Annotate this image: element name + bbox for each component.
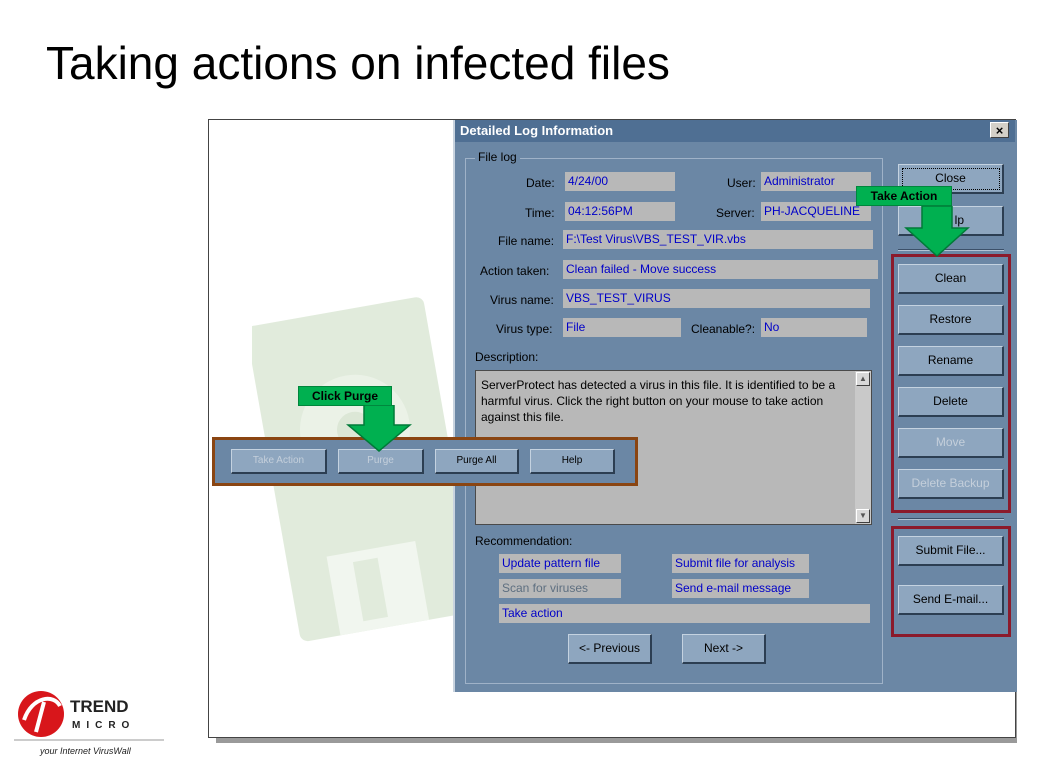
take-action-arrow-icon [904, 206, 970, 258]
file-log-label: File log [475, 150, 520, 164]
submit-file-label: Submit File... [915, 543, 986, 557]
move-button[interactable]: Move [898, 428, 1004, 458]
toolbar-purge-all-label: Purge All [456, 455, 497, 466]
recommendation-label: Recommendation: [475, 534, 573, 548]
slide-title: Taking actions on infected files [46, 37, 670, 89]
user-value: Administrator [761, 172, 871, 191]
server-label: Server: [716, 206, 755, 220]
delete-backup-label: Delete Backup [911, 476, 990, 490]
action-label: Action taken: [480, 264, 550, 278]
send-email-label: Send E-mail... [912, 592, 989, 606]
virustype-label: Virus type: [496, 322, 553, 336]
detailed-log-dialog: Detailed Log Information × File log Date… [453, 120, 1017, 692]
filename-value: F:\Test Virus\VBS_TEST_VIR.vbs [563, 230, 873, 249]
toolbar-purge-all-button[interactable]: Purge All [435, 449, 519, 474]
server-value: PH-JACQUELINE [761, 202, 871, 221]
scroll-down-icon[interactable]: ▼ [856, 509, 870, 523]
take-action-callout: Take Action [856, 186, 952, 206]
submit-buttons-highlight [891, 526, 1011, 637]
rec-send-email[interactable]: Send e-mail message [672, 579, 809, 598]
dialog-titlebar: Detailed Log Information [455, 120, 1015, 142]
description-box: ServerProtect has detected a virus in th… [475, 370, 872, 525]
delete-label: Delete [933, 394, 968, 408]
logo-brand-line2: MICRO [72, 720, 135, 731]
toolbar-help-button[interactable]: Help [530, 449, 615, 474]
dialog-title: Detailed Log Information [460, 123, 614, 138]
restore-label: Restore [929, 312, 972, 326]
description-scrollbar[interactable]: ▲ ▼ [855, 371, 871, 524]
file-log-group [465, 158, 883, 684]
action-value: Clean failed - Move success [563, 260, 878, 279]
move-label: Move [935, 435, 966, 449]
submit-file-button[interactable]: Submit File... [898, 536, 1004, 566]
separator-bottom [898, 518, 1004, 520]
logo-brand-line1: TREND [70, 697, 129, 716]
time-label: Time: [525, 206, 555, 220]
rec-submit-analysis[interactable]: Submit file for analysis [672, 554, 809, 573]
separator-top [898, 249, 1004, 251]
close-icon[interactable]: × [990, 122, 1009, 138]
date-label: Date: [526, 176, 555, 190]
description-text: ServerProtect has detected a virus in th… [481, 378, 836, 424]
delete-button[interactable]: Delete [898, 387, 1004, 417]
previous-label: <- Previous [578, 641, 641, 655]
restore-button[interactable]: Restore [898, 305, 1004, 335]
close-label: Close [935, 171, 966, 185]
help-label: lp [954, 213, 964, 227]
toolbar-purge-label: Purge [367, 455, 394, 466]
clean-button[interactable]: Clean [898, 264, 1004, 294]
virusname-value: VBS_TEST_VIRUS [563, 289, 870, 308]
logo-tagline: your Internet VirusWall [39, 746, 132, 756]
send-email-button[interactable]: Send E-mail... [898, 585, 1004, 615]
date-value: 4/24/00 [565, 172, 675, 191]
clean-label: Clean [934, 271, 967, 285]
toolbar-take-action-button[interactable]: Take Action [231, 449, 327, 474]
trend-micro-logo: TREND MICRO your Internet VirusWall [14, 691, 164, 756]
rename-label: Rename [927, 353, 974, 367]
rec-update-pattern[interactable]: Update pattern file [499, 554, 621, 573]
time-value: 04:12:56PM [565, 202, 675, 221]
virusname-label: Virus name: [490, 293, 554, 307]
toolbar-help-label: Help [561, 455, 583, 466]
toolbar-take-action-label: Take Action [252, 455, 305, 466]
rec-scan-viruses[interactable]: Scan for viruses [499, 579, 621, 598]
click-purge-arrow-icon [346, 405, 412, 452]
click-purge-callout: Click Purge [298, 386, 392, 406]
cleanable-value: No [761, 318, 867, 337]
next-button[interactable]: Next -> [682, 634, 766, 664]
delete-backup-button[interactable]: Delete Backup [898, 469, 1004, 499]
rec-take-action[interactable]: Take action [499, 604, 870, 623]
cleanable-label: Cleanable?: [691, 322, 756, 336]
user-label: User: [727, 176, 756, 190]
previous-button[interactable]: <- Previous [568, 634, 652, 664]
purge-toolbar: Take Action Purge Purge All Help [212, 437, 638, 486]
filename-label: File name: [498, 234, 555, 248]
virustype-value: File [563, 318, 681, 337]
scroll-up-icon[interactable]: ▲ [856, 372, 870, 386]
rename-button[interactable]: Rename [898, 346, 1004, 376]
next-label: Next -> [703, 641, 743, 655]
action-buttons-highlight [891, 254, 1011, 513]
description-label: Description: [475, 350, 539, 364]
